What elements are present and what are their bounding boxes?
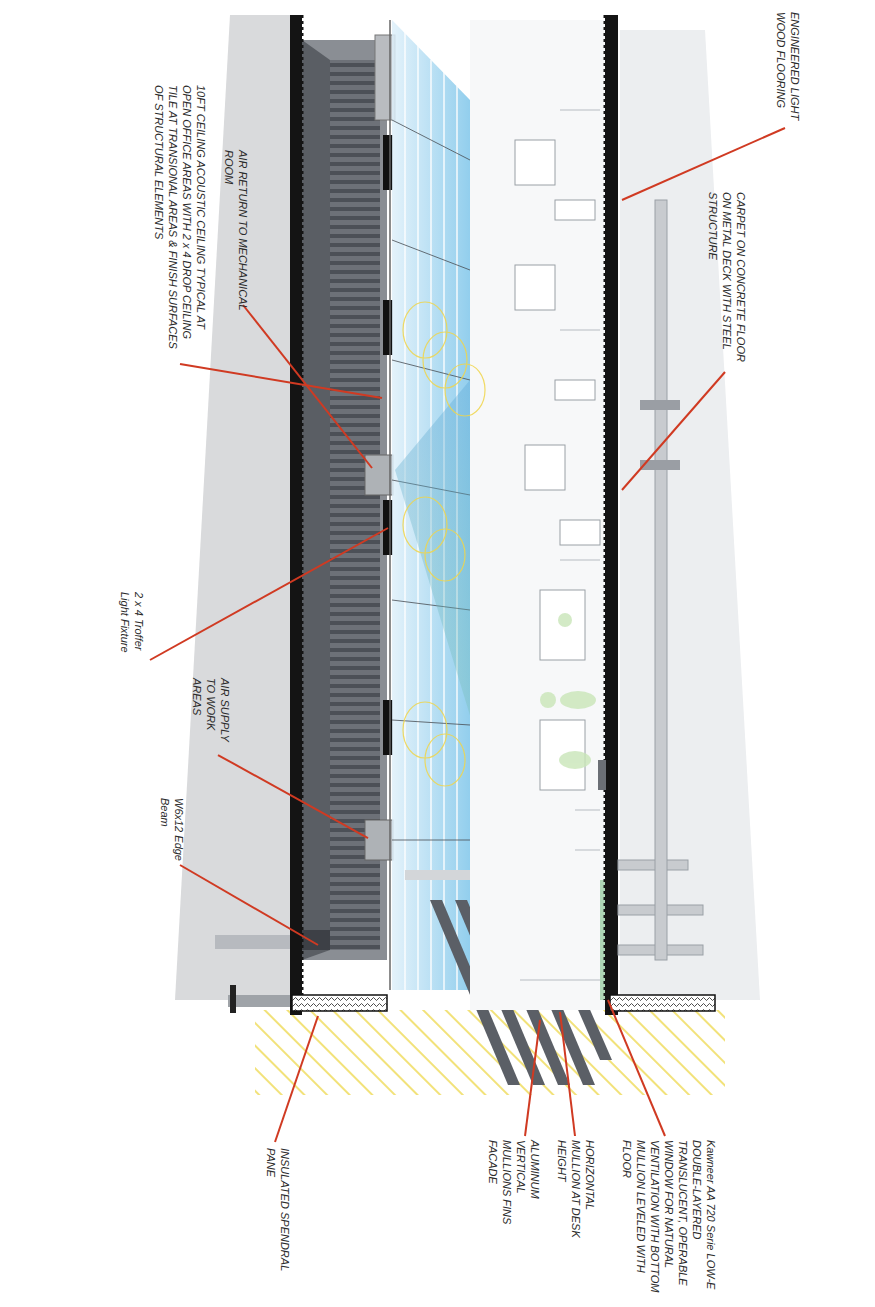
callout-label: Kawneer AA 720 Serie LOW-E DOUBLE-LAYERE… [620, 1140, 718, 1300]
callout-label: CARPET ON CONCRETE FLOOR ON METAL DECK W… [706, 192, 748, 372]
callout-label: AIR RETURN TO MECHANICAL ROOM [222, 150, 250, 320]
callout-label: 2 x 4 Troffer Light Fixture [118, 592, 146, 664]
callout-label: 10FT CEILING ACOUSTIC CEILING TYPICAL AT… [152, 85, 208, 360]
callout-label: AIR SUPPLY TO WORK AREAS [190, 678, 232, 758]
callout-label: ALUMINUM VERTICAL MULLIONS FINS FACADE [486, 1140, 542, 1252]
callout-label: HORIZONTAL MULLION AT DESK HEIGHT [555, 1140, 597, 1252]
callout-label: ENGINEERED LIGHT WOOD FLOORING [774, 12, 802, 124]
callout-label: W6x12 Edge Beam [158, 798, 186, 862]
callout-label: INSULATED SPENDRAL PANE [264, 1148, 292, 1298]
